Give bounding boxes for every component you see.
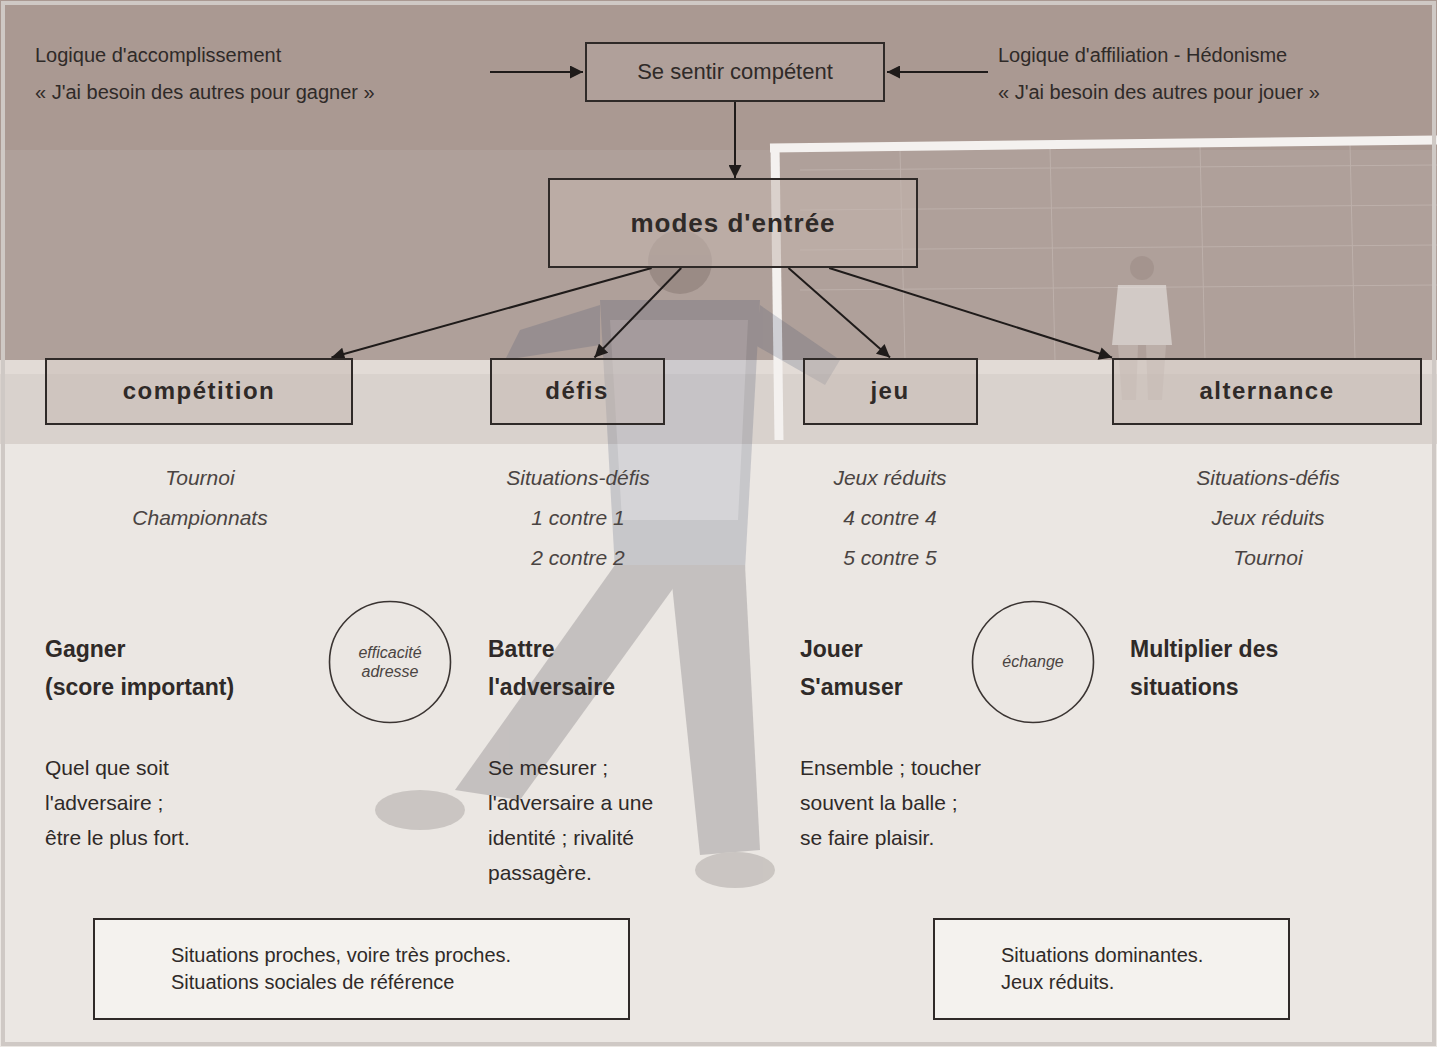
node-text: jeu (870, 377, 909, 405)
annotation-text: 2 contre 2 (531, 545, 624, 571)
flow-arrow (331, 268, 651, 358)
annotation-text: (score important) (45, 668, 234, 706)
category-box: jeu (803, 358, 978, 425)
mode-box: modes d'entrée (548, 178, 918, 268)
node-text: modes d'entrée (630, 208, 835, 239)
annotation-text: Ensemble ; toucher souvent la balle ; se… (800, 750, 984, 855)
node-text: Se sentir compétent (637, 59, 833, 85)
flow-arrow (734, 102, 736, 178)
annotation-text: Logique d'affiliation - Hédonisme (998, 42, 1287, 68)
node-text: Situations dominantes. Jeux réduits. (1001, 942, 1221, 996)
category-box: défis (490, 358, 665, 425)
node-text: efficacité adresse (350, 643, 430, 681)
annotation-text: Gagner (45, 630, 126, 668)
leader-arrow (490, 71, 583, 73)
situation-box: Situations proches, voire très proches. … (93, 918, 630, 1020)
circle-outline (328, 600, 452, 724)
annotation-text: 4 contre 4 (843, 505, 936, 531)
annotation-text: Jeux réduits (1211, 505, 1324, 531)
annotation-text: Championnats (132, 505, 267, 531)
annotation-text: Jeux réduits (833, 465, 946, 491)
flow-arrow (595, 268, 682, 358)
node-text: Situations proches, voire très proches. … (171, 942, 551, 996)
value-circle: efficacité adresse (328, 600, 452, 724)
annotation-text: Battre l'adversaire (488, 630, 628, 706)
situation-box: Situations dominantes. Jeux réduits. (933, 918, 1290, 1020)
annotation-text: 5 contre 5 (843, 545, 936, 571)
flow-arrow (829, 268, 1112, 358)
annotation-text: Tournoi (1233, 545, 1302, 571)
annotation-text: Jouer S'amuser (800, 630, 915, 706)
annotation-text: Multiplier des situations (1130, 630, 1282, 706)
leader-arrow (887, 71, 988, 73)
annotation-text: Se mesurer ; l'adversaire a une identité… (488, 750, 663, 890)
value-circle: échange (971, 600, 1095, 724)
annotation-text: « J'ai besoin des autres pour gagner » (35, 79, 375, 105)
annotation-text: Situations-défis (506, 465, 650, 491)
node-text: alternance (1199, 377, 1334, 405)
annotation-text: Logique d'accomplissement (35, 42, 281, 68)
annotation-text: Situations-défis (1196, 465, 1340, 491)
node-text: compétition (123, 377, 276, 405)
category-box: compétition (45, 358, 353, 425)
annotation-text: 1 contre 1 (531, 505, 624, 531)
category-box: alternance (1112, 358, 1422, 425)
node-text: défis (545, 377, 609, 405)
player-figure (375, 230, 840, 888)
node-text: échange (993, 652, 1073, 671)
annotation-text: Quel que soit l'adversaire ; être le plu… (45, 750, 197, 855)
annotation-text: « J'ai besoin des autres pour jouer » (998, 79, 1320, 105)
annotation-text: Tournoi (165, 465, 234, 491)
goal-box: Se sentir compétent (585, 42, 885, 102)
